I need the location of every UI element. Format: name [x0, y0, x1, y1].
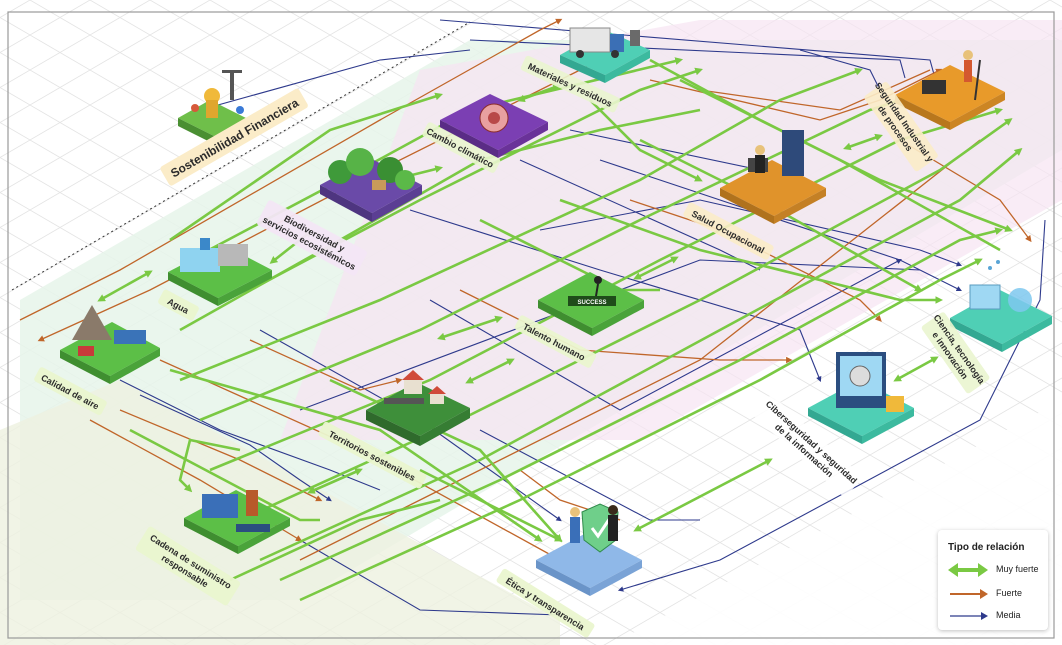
legend-item-media: Media — [946, 608, 1046, 624]
legend-label-fuerte: Fuerte — [996, 588, 1022, 598]
legend-title: Tipo de relación — [948, 542, 1025, 553]
legend-item-muy-fuerte: Muy fuerte — [946, 562, 1046, 578]
legend-item-fuerte: Fuerte — [946, 586, 1046, 602]
arrow-orange-icon — [946, 586, 990, 602]
legend-label-muy-fuerte: Muy fuerte — [996, 564, 1039, 574]
legend: Tipo de relación Muy fuerte Fuerte Media — [938, 530, 1048, 630]
legend-label-media: Media — [996, 610, 1021, 620]
double-arrow-green-icon — [946, 562, 990, 578]
success-badge: SUCCESS — [577, 300, 606, 306]
arrow-blue-icon — [946, 608, 990, 624]
